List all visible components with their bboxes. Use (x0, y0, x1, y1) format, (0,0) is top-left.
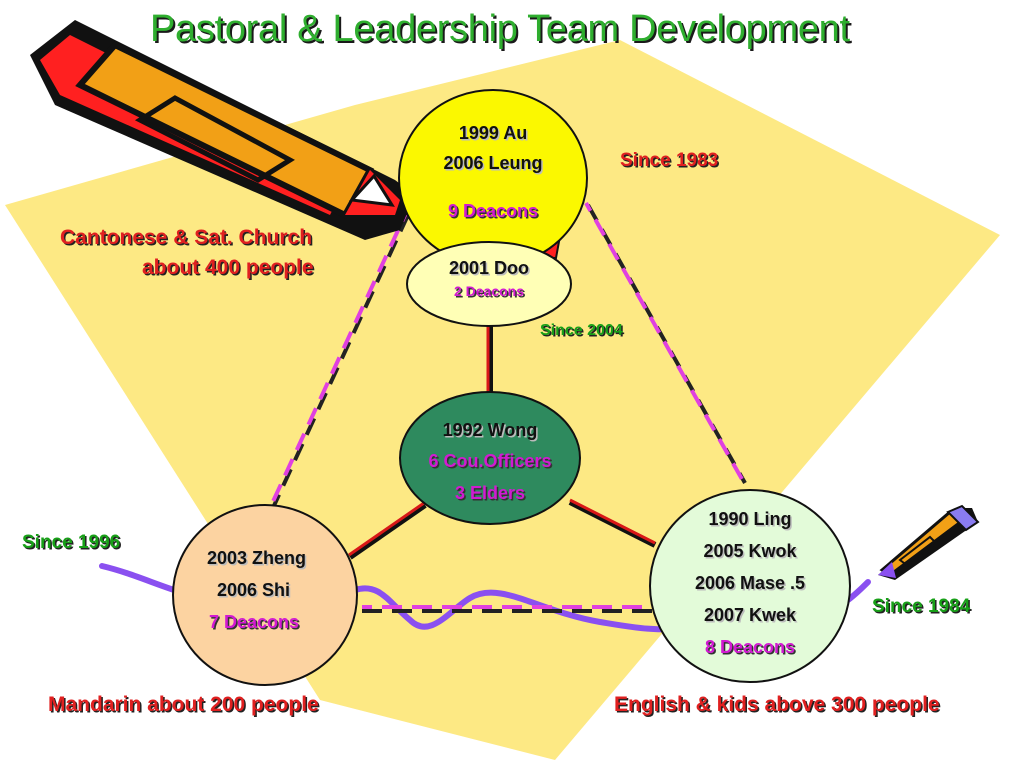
small-line1: 2001 Doo (448, 258, 530, 278)
center-circle (399, 391, 581, 525)
connector-right (568, 499, 657, 548)
right-line2: 2005 Kwok (703, 541, 797, 561)
center-circle-text: 1992 Wong 6 Cou.Officers 3 Elders (400, 415, 580, 509)
left-line1: 2003 Zheng (207, 548, 307, 568)
since-2004-label: Since 2004 (540, 322, 623, 339)
center-line1: 1992 Wong (442, 420, 538, 440)
right-circle-text: 1990 Ling 2005 Kwok 2006 Mase .5 2007 Kw… (660, 503, 840, 663)
since-1983-label: Since 1983 (620, 150, 719, 171)
english-label: English & kids above 300 people (614, 693, 940, 716)
small-deacons: 2 Deacons (453, 283, 525, 299)
since-1984-label: Since 1984 (872, 596, 971, 617)
pencil-small-icon (878, 504, 980, 580)
left-circle (172, 504, 358, 686)
left-circle-text: 2003 Zheng 2006 Shi 7 Deacons (185, 542, 365, 638)
right-line4: 2007 Kwek (703, 605, 797, 625)
cantonese-label-line2: about 400 people (142, 256, 314, 279)
wave-line-right (845, 579, 871, 603)
top-deacons: 9 Deacons (447, 201, 539, 221)
dashed-right (586, 204, 747, 484)
left-deacons: 7 Deacons (209, 612, 300, 632)
cantonese-label-line1: Cantonese & Sat. Church (60, 226, 313, 249)
page-title: Pastoral & Leadership Team Development (150, 8, 850, 50)
center-line2: 6 Cou.Officers (428, 451, 552, 471)
top-line2: 2006 Leung (443, 153, 543, 173)
right-line3: 2006 Mase .5 (694, 573, 806, 593)
pencil-large-icon (30, 20, 562, 259)
top-line1: 1999 Au (458, 123, 528, 143)
right-circle (649, 489, 851, 683)
center-line3: 3 Elders (454, 483, 526, 503)
right-deacons: 8 Deacons (704, 637, 796, 657)
small-circle-text: 2001 Doo 2 Deacons (409, 256, 569, 302)
right-line1: 1990 Ling (708, 509, 792, 529)
connector-left (348, 502, 427, 560)
mandarin-label: Mandarin about 200 people (48, 693, 319, 716)
since-1996-label: Since 1996 (22, 532, 121, 553)
small-circle (406, 241, 572, 327)
top-circle-text: 1999 Au 2006 Leung 9 Deacons (413, 118, 573, 226)
left-line2: 2006 Shi (217, 580, 291, 600)
